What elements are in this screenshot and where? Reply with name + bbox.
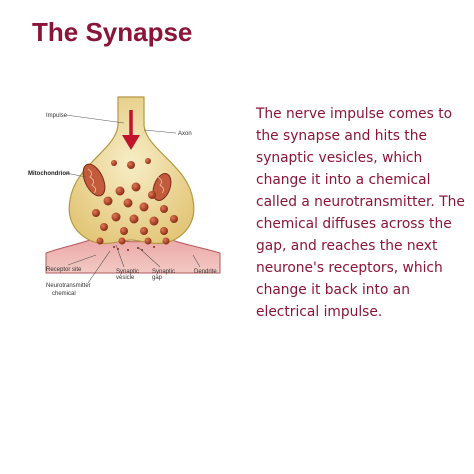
mitochondrion-left (82, 163, 106, 197)
synaptic-vesicles (92, 158, 178, 245)
label-synaptic-vesicle-2: vesicle (116, 275, 135, 281)
label-dendrite: Dendrite (194, 269, 217, 275)
label-receptor-site: Receptor site (46, 267, 82, 273)
label-mitochondrion: Mitochondrion (28, 171, 70, 177)
neurotransmitter-dots (113, 246, 155, 251)
label-synaptic-gap-2: gap (152, 275, 163, 281)
mitochondrion-right (152, 173, 172, 201)
synapse-diagram: Impulse Axon Mitochondrion Receptor site… (28, 95, 233, 305)
label-axon: Axon (178, 131, 192, 137)
page-title: The Synapse (32, 17, 193, 47)
label-synaptic-vesicle-1: Synaptic (116, 269, 139, 275)
label-impulse: Impulse (46, 113, 68, 119)
impulse-arrow-icon (122, 110, 140, 150)
synapse-description: The nerve impulse comes to the synapse a… (256, 106, 465, 320)
label-neurotransmitter-1: Neurotransmitter (46, 283, 91, 289)
label-synaptic-gap-1: Synaptic (152, 269, 175, 275)
label-neurotransmitter-2: chemical (52, 291, 76, 297)
